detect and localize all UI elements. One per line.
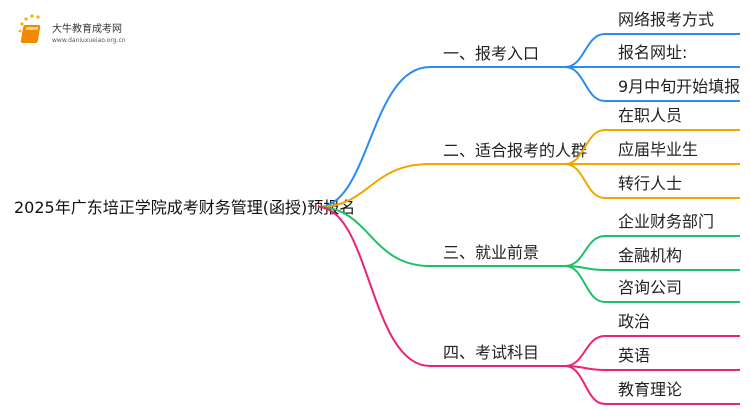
branch-connector: [317, 206, 565, 267]
branch-connector: [317, 66, 565, 208]
child-connector: [564, 365, 740, 371]
root-topic[interactable]: 2025年广东培正学院成考财务管理(函授)预报名: [14, 198, 355, 217]
logo-name: 大牛教育成考网: [52, 22, 122, 35]
child-connector: [564, 163, 740, 199]
logo: 大牛教育成考网 www.daniuxueiao.org.cn: [18, 14, 126, 44]
child-connector: [564, 33, 740, 68]
branch-label[interactable]: 三、就业前景: [443, 243, 539, 262]
child-topic[interactable]: 教育理论: [618, 380, 682, 399]
child-connector: [564, 235, 740, 267]
child-topic[interactable]: 咨询公司: [618, 278, 682, 297]
child-topic[interactable]: 应届毕业生: [618, 140, 698, 159]
child-topic[interactable]: 金融机构: [618, 246, 682, 265]
branch-connector: [317, 163, 565, 208]
child-topic[interactable]: 英语: [618, 346, 650, 365]
child-topic[interactable]: 9月中旬开始填报: [618, 77, 740, 96]
child-topic[interactable]: 网络报考方式: [618, 10, 714, 29]
child-connector: [564, 66, 740, 102]
child-topic[interactable]: 在职人员: [618, 106, 682, 125]
child-topic[interactable]: 政治: [618, 312, 650, 331]
branch-label[interactable]: 四、考试科目: [443, 343, 539, 362]
child-topic[interactable]: 企业财务部门: [618, 212, 714, 231]
child-topic[interactable]: 报名网址:: [618, 43, 687, 62]
child-connector: [564, 365, 740, 405]
book-icon: [18, 14, 41, 43]
child-connector: [564, 129, 740, 165]
branch-label[interactable]: 二、适合报考的人群: [443, 141, 587, 160]
logo-url: www.daniuxueiao.org.cn: [52, 37, 126, 44]
child-topic[interactable]: 转行人士: [618, 174, 682, 193]
branch-label[interactable]: 一、报考入口: [443, 44, 539, 63]
child-connector: [564, 265, 740, 271]
branch-connector: [317, 206, 565, 367]
child-connector: [564, 265, 740, 303]
child-connector: [564, 335, 740, 367]
